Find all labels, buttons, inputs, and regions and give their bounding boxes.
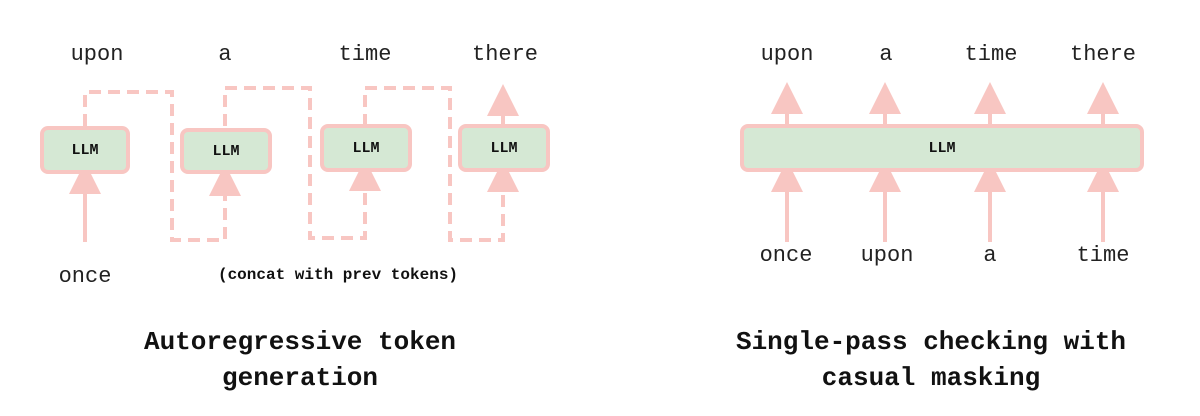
llm-label: LLM: [928, 139, 956, 157]
llm-label: LLM: [352, 139, 380, 157]
right-input-token-1: once: [759, 243, 813, 268]
left-feedback-path-2: [223, 86, 381, 240]
left-caption-line-2: generation: [221, 363, 379, 393]
right-input-token-2: upon: [860, 243, 914, 268]
left-feedback-path-1: [83, 90, 241, 242]
right-input-token-4: time: [1076, 243, 1130, 268]
concat-note: (concat with prev tokens): [217, 266, 459, 284]
left-output-token-3: time: [338, 42, 392, 67]
left-input-token: once: [58, 264, 112, 289]
left-llm-box-2: LLM: [180, 128, 272, 174]
right-input-token-3: a: [983, 243, 997, 268]
left-llm-box-4: LLM: [458, 124, 550, 172]
left-caption: Autoregressive token generation: [144, 324, 456, 396]
right-caption-line-1: Single-pass checking with: [735, 327, 1127, 357]
left-llm-box-3: LLM: [320, 124, 412, 172]
llm-label: LLM: [212, 142, 240, 160]
right-output-token-2: a: [879, 42, 893, 67]
right-caption-line-2: casual masking: [821, 363, 1041, 393]
left-output-token-1: upon: [70, 42, 124, 67]
right-output-token-4: there: [1069, 42, 1137, 67]
left-output-token-4: there: [471, 42, 539, 67]
left-feedback-path-3: [363, 86, 519, 242]
left-output-token-2: a: [218, 42, 232, 67]
right-output-token-1: upon: [760, 42, 814, 67]
llm-label: LLM: [71, 141, 99, 159]
left-llm-box-1: LLM: [40, 126, 130, 174]
left-caption-line-1: Autoregressive token: [143, 327, 457, 357]
right-llm-box: LLM: [740, 124, 1144, 172]
right-output-token-3: time: [964, 42, 1018, 67]
llm-label: LLM: [490, 139, 518, 157]
right-caption: Single-pass checking with casual masking: [736, 324, 1126, 396]
